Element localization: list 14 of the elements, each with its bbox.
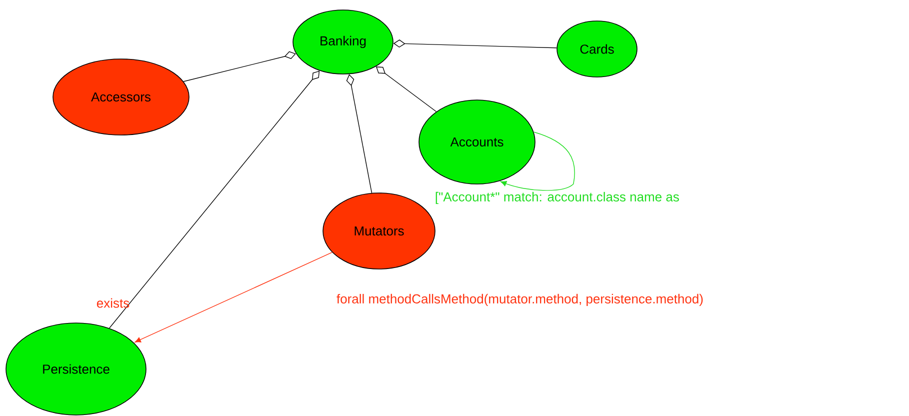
ellipse-node: Persistence (6, 322, 146, 416)
connector (109, 70, 320, 328)
connector (500, 132, 575, 191)
ellipse-node: Cards (556, 20, 638, 78)
ellipse-node: Accounts (418, 100, 536, 184)
ellipse-node: Banking (292, 10, 394, 74)
edge-label: ["Account*" match: account.class name as (434, 190, 680, 206)
connector (346, 74, 372, 194)
ellipse-node: Mutators (322, 192, 436, 270)
edge-label: forall methodCallsMethod(mutator.method, persistence.method) (335, 292, 705, 308)
ellipse-node: Accessors (52, 58, 190, 136)
note-label: exists (96, 298, 130, 308)
connector (134, 252, 332, 342)
connector (183, 51, 296, 82)
